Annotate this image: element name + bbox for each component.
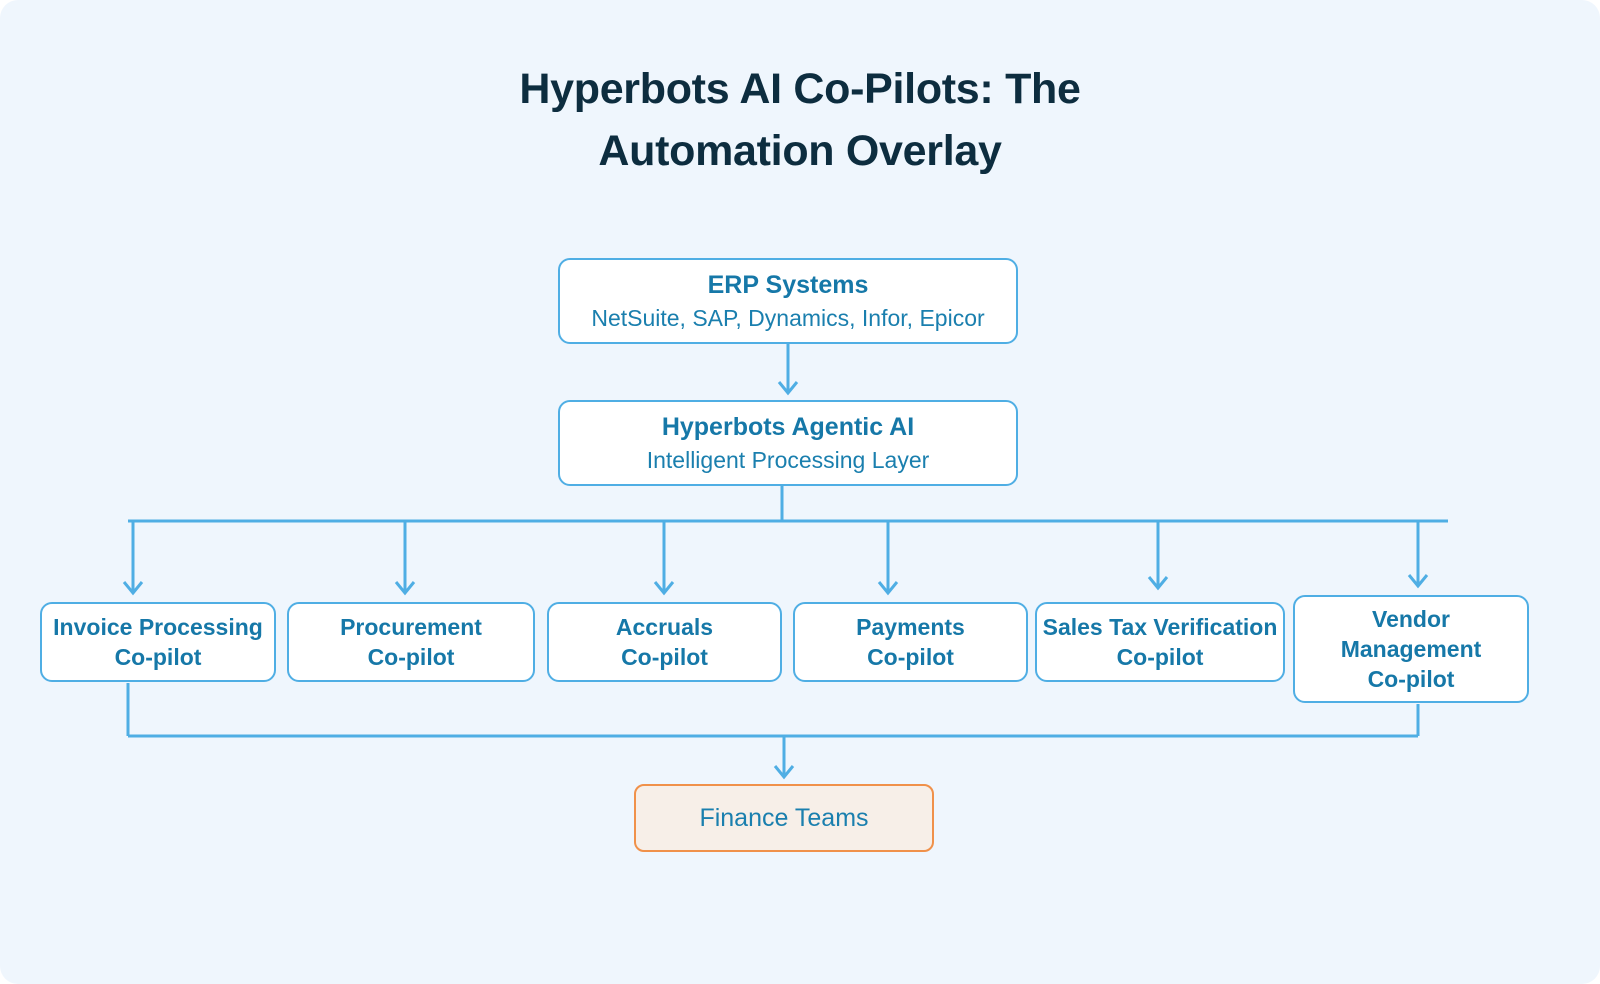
copilot-label-line-2: Co-pilot	[367, 644, 455, 670]
copilot-label-line-1: Invoice Processing	[53, 614, 263, 640]
copilot-label-line-1: Accruals	[615, 614, 714, 640]
node-copilot-payments[interactable]: Payments Co-pilot	[793, 602, 1028, 682]
node-copilot-accruals[interactable]: Accruals Co-pilot	[547, 602, 782, 682]
node-copilot-procurement[interactable]: Procurement Co-pilot	[287, 602, 535, 682]
title-line-1: Hyperbots AI Co-Pilots: The	[519, 65, 1081, 113]
finance-teams-label: Finance Teams	[699, 804, 869, 832]
erp-subtitle: NetSuite, SAP, Dynamics, Infor, Epicor	[591, 305, 985, 331]
copilot-label-line-3: Co-pilot	[1367, 666, 1455, 692]
erp-title: ERP Systems	[707, 271, 869, 299]
copilot-label-line-2: Co-pilot	[867, 644, 954, 670]
copilot-label-line-1: Procurement	[340, 614, 482, 640]
title-line-2: Automation Overlay	[598, 127, 1002, 175]
arrowhead-drop-4	[1147, 576, 1169, 591]
agentic-title: Hyperbots Agentic AI	[661, 413, 915, 441]
copilot-label-line-2: Management	[1340, 636, 1482, 662]
node-copilot-sales-tax-verification[interactable]: Sales Tax Verification Co-pilot	[1035, 602, 1285, 682]
arrowhead-drop-0	[122, 581, 144, 596]
copilot-label-line-1: Vendor	[1372, 606, 1450, 632]
node-hyperbots-agentic-ai[interactable]: Hyperbots Agentic AI Intelligent Process…	[558, 400, 1018, 486]
arrowhead-erp-to-agentic	[777, 381, 799, 396]
copilot-label-line-2: Co-pilot	[114, 644, 202, 670]
arrowhead-drop-3	[877, 581, 899, 596]
arrowhead-drop-5	[1407, 574, 1429, 589]
node-finance-teams[interactable]: Finance Teams	[634, 784, 934, 852]
page-title: Hyperbots AI Co-Pilots: The Automation O…	[0, 58, 1600, 182]
copilot-label-line-1: Sales Tax Verification	[1042, 614, 1278, 640]
copilot-label-line-2: Co-pilot	[621, 644, 708, 670]
node-erp-systems[interactable]: ERP Systems NetSuite, SAP, Dynamics, Inf…	[558, 258, 1018, 344]
node-copilot-invoice-processing[interactable]: Invoice Processing Co-pilot	[40, 602, 276, 682]
arrowhead-drop-2	[653, 581, 675, 596]
node-copilot-vendor-management[interactable]: Vendor Management Co-pilot	[1293, 595, 1529, 703]
arrowhead-finance	[773, 765, 795, 780]
arrowhead-drop-1	[394, 581, 416, 596]
agentic-subtitle: Intelligent Processing Layer	[646, 447, 930, 473]
copilot-label-line-2: Co-pilot	[1116, 644, 1204, 670]
copilot-label-line-1: Payments	[856, 614, 965, 640]
